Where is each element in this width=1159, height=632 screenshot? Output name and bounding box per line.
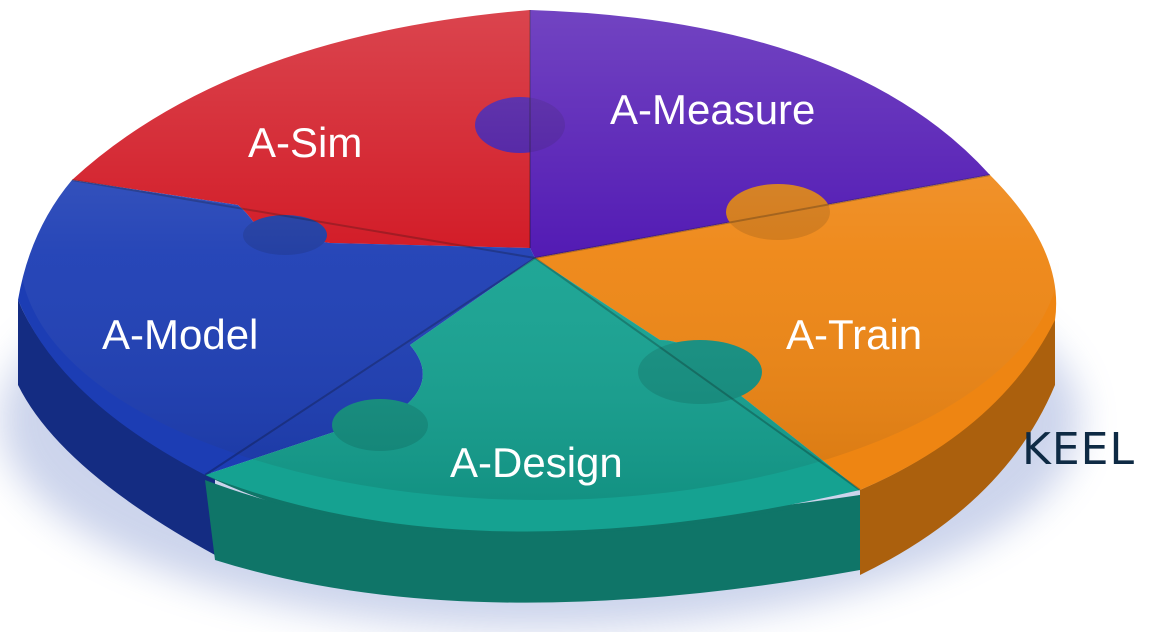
side-train — [860, 315, 1055, 575]
label-model: A-Model — [102, 311, 258, 358]
pie-gloss — [20, 10, 1060, 500]
brand-text: KEEL — [1022, 424, 1135, 475]
label-train: A-Train — [786, 311, 922, 358]
label-measure: A-Measure — [610, 86, 815, 133]
side-design-front — [205, 480, 860, 603]
label-design: A-Design — [450, 439, 623, 486]
side-model — [18, 300, 215, 555]
label-sim: A-Sim — [248, 119, 362, 166]
